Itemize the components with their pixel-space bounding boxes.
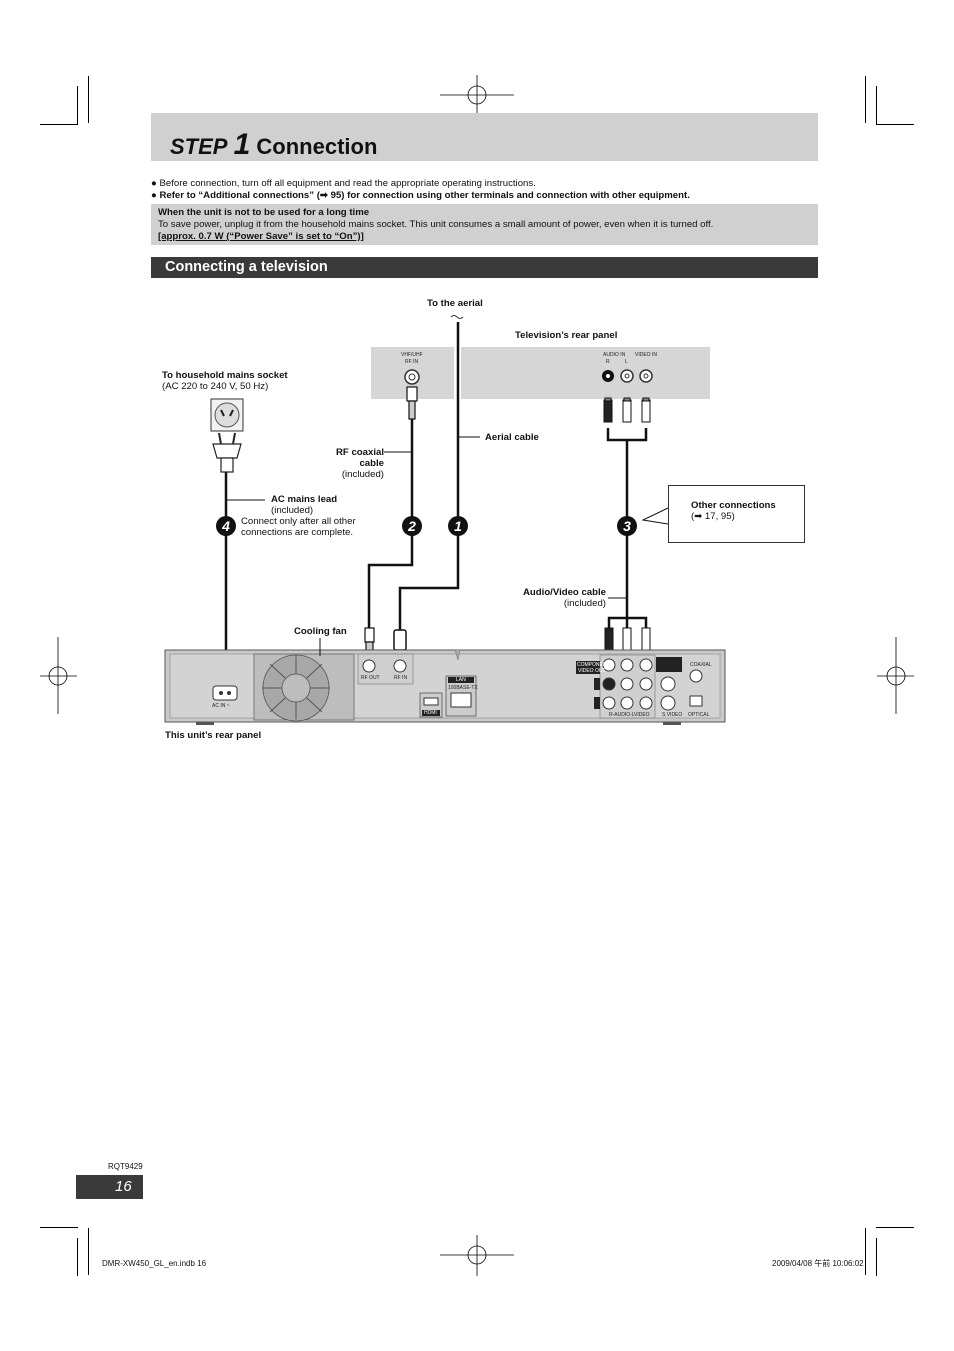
bullet-item: ● Refer to “Additional connections” (➡ 9… [151,189,690,201]
title-text: Connection [256,134,378,159]
coaxial-label: COAXIAL [690,662,712,668]
step-number-4: 4 [216,516,236,536]
tv-av-sockets [602,369,653,383]
video-small-label: VIDEO [634,712,650,718]
step-number-2: 2 [402,516,422,536]
other-connections-ref: (➡ 17, 95) [691,511,735,522]
lan-label: LAN [456,677,466,683]
crop-mark [876,124,914,125]
rf-coaxial-cable [367,418,414,630]
bullet-item: ● Before connection, turn off all equipm… [151,178,536,189]
unit-rear-panel [164,649,726,725]
page-title: STEP 1 Connection [170,128,377,162]
notice-note: [approx. 0.7 W (“Power Save” is set to “… [158,231,364,242]
page-number-box [76,1175,143,1199]
crop-mark [88,76,89,123]
intro-bullets: ● Before connection, turn off all equipm… [151,178,690,201]
step-number-1: 1 [448,516,468,536]
ac-in-label: AC IN ~ [212,703,230,709]
step-number: 1 [233,128,251,161]
section-bar [151,257,818,278]
av-plugs-top [603,397,651,423]
print-timestamp: 2009/04/08 午前 10:06:02 [772,1259,864,1268]
crop-mark [77,1238,78,1276]
ac-note-line1: Connect only after all other [241,516,356,527]
video-out-label: VIDEO OUT [578,668,606,674]
crop-mark [77,86,78,124]
audio-in-label: AUDIO IN [603,352,626,358]
tv-rear-panel-right [461,347,710,399]
rf-out-small-label: RF OUT [361,675,380,681]
mains-plug [212,432,242,473]
step-word: STEP [170,134,228,159]
wall-socket [210,398,244,432]
crop-mark [40,124,78,125]
rf-included-label: (included) [341,469,384,480]
ac-note-line2: connections are complete. [241,527,353,538]
crop-mark [876,1238,877,1276]
crop-mark [876,86,877,124]
section-title: Connecting a television [165,259,328,275]
ac-included-label: (included) [271,505,314,516]
unit-rear-panel-label: This unit’s rear panel [165,730,262,741]
ac-mains-lead-label: AC mains lead [271,494,338,505]
doc-code: RQT9429 [108,1162,143,1171]
mains-spec-label: (AC 220 to 240 V, 50 Hz) [162,381,269,392]
aerial-symbol [450,315,464,319]
s-video-label: S VIDEO [662,712,683,718]
file-name: DMR-XW450_GL_en.indb 16 [102,1259,207,1268]
crop-mark [876,1227,914,1228]
av-plugs-bottom [604,627,651,653]
crop-mark [88,1228,89,1275]
cooling-fan-label: Cooling fan [294,626,347,637]
optical-label: OPTICAL [688,712,710,718]
crop-mark [865,76,866,123]
vhf-uhf-label: VHF/UHF [401,352,423,358]
aerial-cable [398,322,460,632]
mains-socket-label: To household mains socket [162,370,288,381]
other-connections-label: Other connections [691,500,776,511]
rf-plug-top [406,386,418,420]
header-bar [151,113,818,161]
hdmi-label: HDMI [424,710,437,716]
video-in-label: VIDEO IN [635,352,657,358]
r-label: R [606,359,610,365]
av-included-label: (included) [563,598,606,609]
aerial-cable-label: Aerial cable [485,432,539,443]
notice-heading: When the unit is not to be used for a lo… [158,207,370,218]
other-connections-callout: Other connections (➡ 17, 95) [668,485,805,543]
rf-cable-label: cable [359,458,384,469]
power-notice: When the unit is not to be used for a lo… [151,204,818,245]
to-aerial-label: To the aerial [427,298,483,309]
crop-mark [40,1227,78,1228]
rf-coaxial-label: RF coaxial [336,447,384,458]
crop-mark [865,1228,866,1275]
tv-rear-panel-label: Television’s rear panel [515,330,618,341]
lan-spec-label: 100BASE-TX [448,685,478,691]
component-label: COMPONENT [577,662,610,668]
notice-body: To save power, unplug it from the househ… [158,219,714,230]
page-number: 16 [115,1178,132,1195]
rf-in-label: RF IN [405,359,419,365]
step-number-3: 3 [617,516,637,536]
rf-in-small-label: RF IN [394,675,408,681]
tv-rf-in-socket [404,369,420,385]
av-cable-label: Audio/Video cable [523,587,606,598]
r-audio-l-label: R-AUDIO-L [609,712,635,718]
l-label: L [625,359,628,365]
